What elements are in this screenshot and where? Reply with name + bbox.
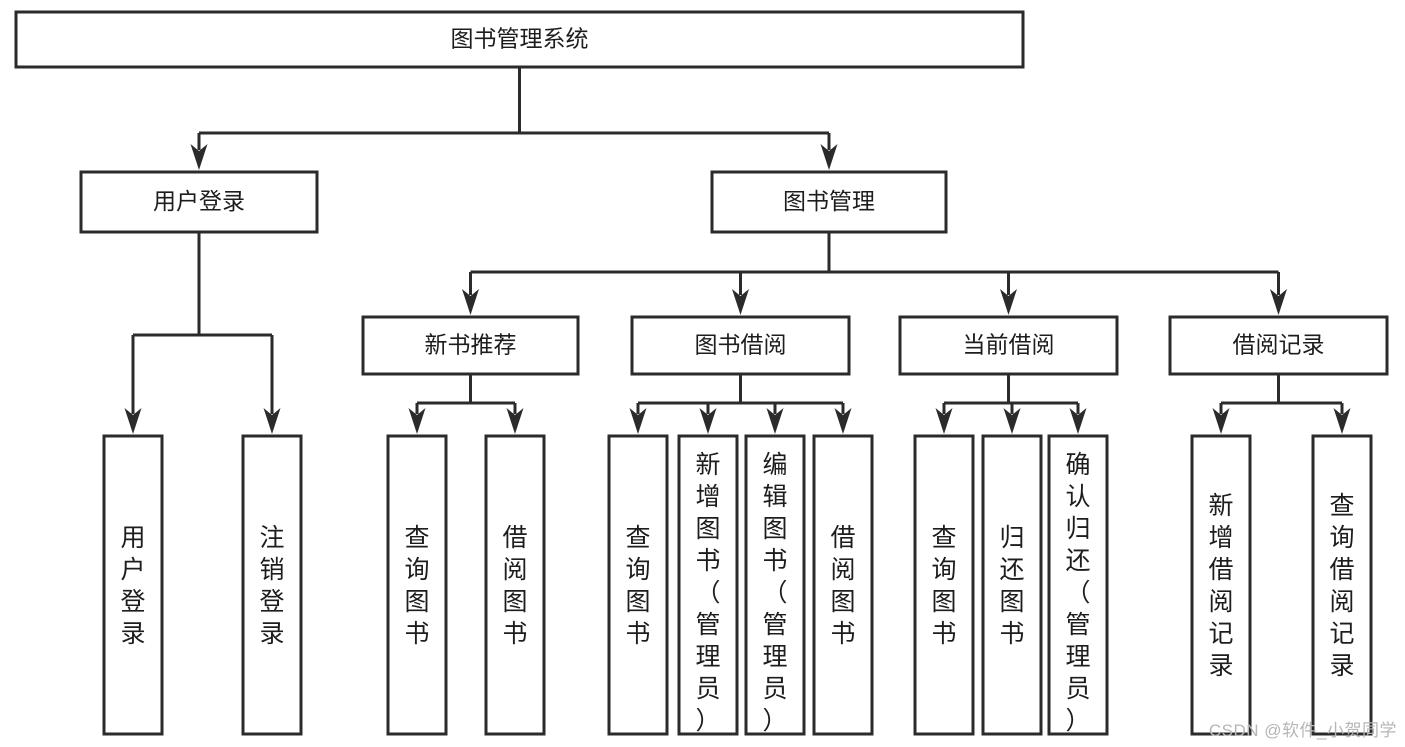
node-op-cur-query[interactable]: 查询图书 bbox=[913, 434, 975, 736]
arrow-head-icon bbox=[1003, 408, 1021, 434]
node-label: 新增借阅记录 bbox=[1208, 492, 1233, 680]
node-box[interactable] bbox=[898, 315, 1119, 376]
node-op-rec-add[interactable]: 新增借阅记录 bbox=[1190, 434, 1252, 736]
node-bookmgmt[interactable]: 图书管理 bbox=[710, 170, 948, 234]
node-label: 图书管理系统 bbox=[451, 26, 589, 52]
connector-c-bookmgmt bbox=[462, 232, 1287, 315]
arrow-head-icon bbox=[935, 408, 953, 434]
node-box[interactable] bbox=[386, 434, 448, 736]
node-label: 借阅图书 bbox=[502, 524, 527, 648]
node-box[interactable] bbox=[1190, 434, 1252, 736]
arrow-head-icon bbox=[1212, 408, 1230, 434]
node-box[interactable] bbox=[677, 434, 739, 736]
node-box[interactable] bbox=[630, 315, 851, 376]
node-box[interactable] bbox=[913, 434, 975, 736]
node-box[interactable] bbox=[484, 434, 546, 736]
node-label: 新书推荐 bbox=[425, 332, 517, 358]
arrow-head-icon bbox=[820, 144, 838, 170]
node-label: 注销登录 bbox=[259, 524, 284, 648]
node-label: 新增图书（管理员） bbox=[695, 451, 720, 735]
node-label: 借阅图书 bbox=[830, 524, 855, 648]
node-login[interactable]: 用户登录 bbox=[79, 170, 319, 234]
node-box[interactable] bbox=[812, 434, 874, 736]
node-box[interactable] bbox=[79, 170, 319, 234]
arrow-head-icon bbox=[408, 408, 426, 434]
node-label: 查询借阅记录 bbox=[1329, 492, 1354, 680]
node-op-borrow-edit[interactable]: 编辑图书（管理员） bbox=[744, 434, 806, 736]
arrow-head-icon bbox=[699, 408, 717, 434]
node-newbook[interactable]: 新书推荐 bbox=[361, 315, 580, 376]
node-box[interactable] bbox=[1047, 434, 1109, 736]
node-label: 当前借阅 bbox=[963, 332, 1055, 358]
node-label: 确认归还（管理员） bbox=[1065, 451, 1090, 735]
node-op-user-logout[interactable]: 注销登录 bbox=[241, 434, 303, 736]
arrow-head-icon bbox=[462, 289, 479, 315]
node-layer: 图书管理系统用户登录图书管理新书推荐图书借阅当前借阅借阅记录用户登录注销登录查询… bbox=[14, 10, 1389, 736]
arrow-head-icon bbox=[732, 289, 749, 315]
csdn-watermark: CSDN @软件_小贺同学 bbox=[1208, 721, 1397, 740]
node-label: 查询图书 bbox=[625, 524, 650, 648]
node-records[interactable]: 借阅记录 bbox=[1168, 315, 1389, 376]
node-op-user-login[interactable]: 用户登录 bbox=[102, 434, 164, 736]
arrow-head-icon bbox=[766, 408, 784, 434]
connector-c-newbook bbox=[408, 374, 524, 434]
arrow-head-icon bbox=[1000, 289, 1017, 315]
node-label: 用户登录 bbox=[120, 524, 145, 648]
node-borrow[interactable]: 图书借阅 bbox=[630, 315, 851, 376]
connector-c-login bbox=[124, 232, 281, 434]
node-label: 图书管理 bbox=[783, 188, 875, 214]
arrow-head-icon bbox=[1333, 408, 1351, 434]
node-op-cur-return[interactable]: 归还图书 bbox=[981, 434, 1043, 736]
node-op-new-query[interactable]: 查询图书 bbox=[386, 434, 448, 736]
node-label: 归还图书 bbox=[999, 524, 1024, 648]
connector-c-root bbox=[190, 67, 838, 170]
node-label: 查询图书 bbox=[404, 524, 429, 648]
node-label: 用户登录 bbox=[153, 188, 245, 214]
arrow-head-icon bbox=[629, 408, 647, 434]
connector-c-records bbox=[1212, 374, 1351, 434]
connector-c-current bbox=[935, 374, 1087, 434]
arrow-head-icon bbox=[834, 408, 852, 434]
node-root[interactable]: 图书管理系统 bbox=[14, 10, 1025, 69]
arrow-head-icon bbox=[124, 408, 142, 434]
node-box[interactable] bbox=[14, 10, 1025, 69]
node-box[interactable] bbox=[241, 434, 303, 736]
arrow-head-icon bbox=[263, 408, 281, 434]
node-box[interactable] bbox=[607, 434, 669, 736]
node-op-borrow-do[interactable]: 借阅图书 bbox=[812, 434, 874, 736]
node-box[interactable] bbox=[710, 170, 948, 234]
node-op-borrow-query[interactable]: 查询图书 bbox=[607, 434, 669, 736]
arrow-head-icon bbox=[1270, 289, 1287, 315]
arrow-head-icon bbox=[1069, 408, 1087, 434]
node-label: 查询图书 bbox=[931, 524, 956, 648]
node-box[interactable] bbox=[744, 434, 806, 736]
node-op-cur-confirm[interactable]: 确认归还（管理员） bbox=[1047, 434, 1109, 736]
node-box[interactable] bbox=[102, 434, 164, 736]
arrow-head-icon bbox=[190, 144, 208, 170]
node-op-rec-query[interactable]: 查询借阅记录 bbox=[1311, 434, 1373, 736]
connector-c-borrow bbox=[629, 374, 852, 434]
node-current[interactable]: 当前借阅 bbox=[898, 315, 1119, 376]
connector-layer bbox=[124, 67, 1351, 434]
node-op-new-borrow[interactable]: 借阅图书 bbox=[484, 434, 546, 736]
node-box[interactable] bbox=[981, 434, 1043, 736]
node-box[interactable] bbox=[1168, 315, 1389, 376]
node-label: 图书借阅 bbox=[695, 332, 787, 358]
node-label: 编辑图书（管理员） bbox=[762, 451, 787, 735]
node-box[interactable] bbox=[1311, 434, 1373, 736]
node-op-borrow-add[interactable]: 新增图书（管理员） bbox=[677, 434, 739, 736]
node-box[interactable] bbox=[361, 315, 580, 376]
arrow-head-icon bbox=[506, 408, 524, 434]
node-label: 借阅记录 bbox=[1233, 332, 1325, 358]
